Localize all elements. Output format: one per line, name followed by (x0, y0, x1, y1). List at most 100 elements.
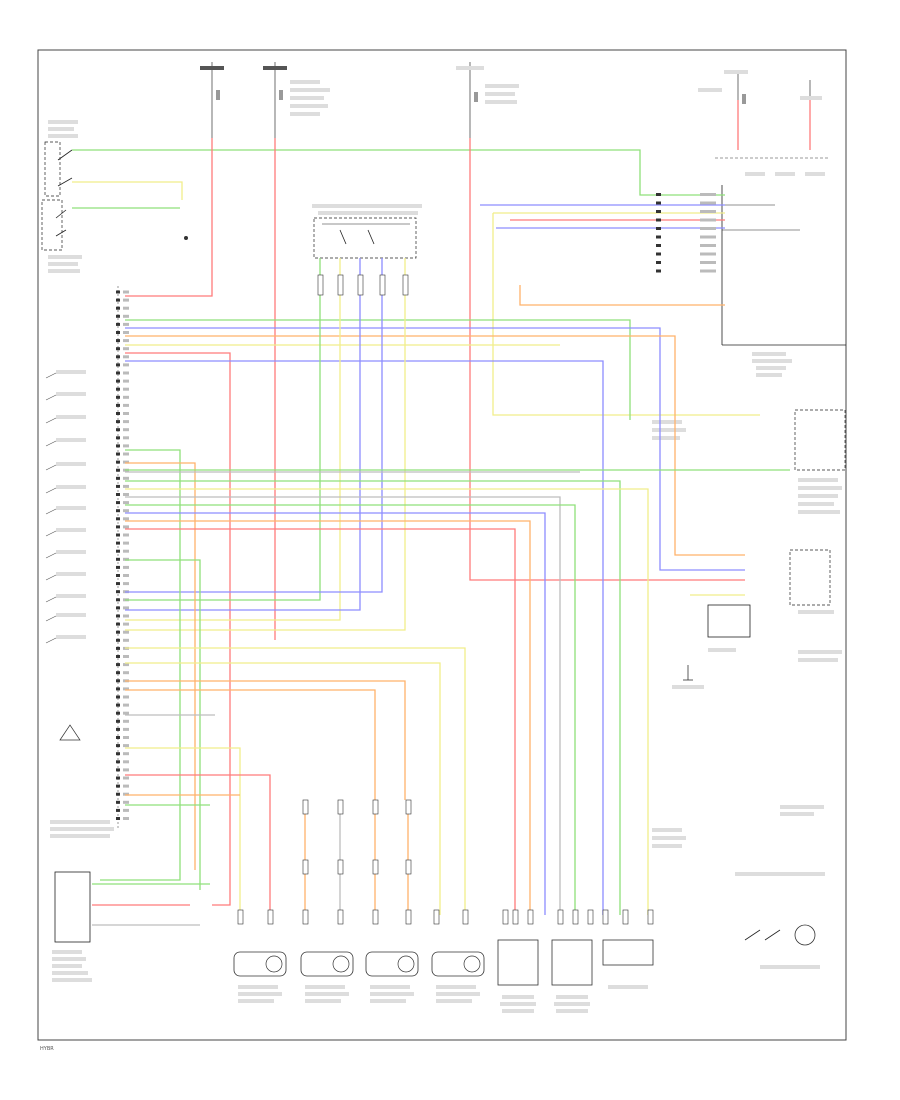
connector-pin (116, 403, 120, 407)
connector-pin (116, 395, 120, 399)
wire-blue (125, 258, 361, 611)
connector-pin (656, 193, 661, 196)
sensor-label (502, 995, 534, 999)
sensor-icon (397, 955, 415, 973)
sensor-icon (463, 955, 481, 973)
connector-pin (116, 703, 120, 707)
pin-number (123, 525, 129, 529)
pin-number (123, 695, 129, 699)
pin-number (123, 752, 129, 756)
pin-number (123, 638, 129, 642)
wire-yellow (125, 258, 341, 621)
signal-label (56, 506, 86, 510)
pin-number (123, 452, 129, 456)
left-switch-group (41, 120, 188, 273)
connector-icon (302, 859, 309, 875)
bottom-left-module (50, 820, 114, 982)
connector-pin (116, 630, 120, 634)
wire-green (72, 149, 725, 196)
sensor-label (238, 999, 274, 1003)
signal-label (56, 415, 86, 419)
wire-red (125, 528, 516, 915)
wire-orange (125, 335, 745, 556)
connector-pin (116, 736, 120, 739)
wire-gray (125, 496, 561, 915)
wire-green (125, 504, 576, 915)
connector-pin (116, 695, 120, 699)
pin-number (123, 428, 129, 432)
wire-blue (125, 512, 546, 915)
wheel-speed-sensor (365, 951, 419, 977)
wheel-speed-sensor (431, 951, 485, 977)
wire-yellow (125, 747, 241, 915)
wire-yellow (125, 258, 406, 631)
pin-number (123, 290, 129, 294)
wire-yellow (72, 181, 183, 200)
diagram-frame (37, 49, 847, 1041)
left-signal-labels (45, 370, 86, 741)
pin-number (123, 363, 129, 367)
connector-pin (116, 420, 120, 424)
sensor-label (556, 995, 588, 999)
connector-pin (116, 687, 120, 691)
switch-icon (57, 149, 73, 161)
sensor-label (370, 985, 410, 989)
sensor-label (500, 1002, 536, 1006)
connector-pin (116, 436, 120, 440)
connector-icon (302, 799, 309, 815)
connector-pin (656, 210, 661, 213)
sensor-label (556, 1009, 588, 1013)
ground-icon (59, 724, 81, 741)
wire-orange (125, 680, 406, 800)
wire-harness (72, 100, 811, 926)
connector-icon (372, 799, 379, 815)
pin-number (123, 622, 129, 626)
fuse-block-left (200, 62, 330, 138)
wire-blue (125, 327, 745, 571)
connector-icon (502, 909, 509, 925)
connector-pin (116, 655, 120, 658)
pin-number (123, 671, 129, 675)
connector-pin (116, 371, 120, 375)
connector-pin (656, 252, 661, 256)
connector-pin (656, 261, 661, 264)
pin-number (700, 193, 716, 196)
pin-number (123, 655, 129, 658)
signal-label (56, 462, 86, 466)
pin-number (123, 784, 129, 788)
pin-number (123, 501, 129, 505)
switch-icon (45, 552, 57, 559)
connector-icon (337, 274, 344, 296)
switch-icon (45, 372, 57, 379)
pin-number (123, 549, 129, 553)
sensor-icon (794, 924, 816, 946)
connector-icon (357, 274, 364, 296)
connector-pin (656, 269, 661, 273)
wire-orange (125, 689, 376, 800)
wire-red (469, 138, 745, 581)
connector-pin (116, 298, 120, 302)
right-mid-connector (652, 409, 846, 514)
pin-number (123, 436, 129, 440)
switch-icon (45, 487, 57, 494)
pin-number (123, 808, 129, 812)
pin-number (123, 565, 129, 569)
pin-number (123, 347, 129, 351)
pin-number (123, 630, 129, 634)
wire-yellow (125, 647, 466, 915)
connector-pin (116, 646, 120, 650)
pin-number (123, 322, 129, 326)
connector-pin (116, 322, 120, 326)
connector-pin (116, 412, 120, 415)
pin-number (123, 792, 129, 796)
wire-red (125, 352, 231, 906)
pin-number (123, 817, 129, 820)
sensor-label (370, 999, 406, 1003)
connector-icon (267, 909, 274, 925)
connector-pin (116, 331, 120, 334)
wire-green (100, 449, 181, 881)
pin-number (123, 776, 129, 780)
connector-pin (656, 218, 661, 222)
sensor-module-right (672, 549, 842, 689)
